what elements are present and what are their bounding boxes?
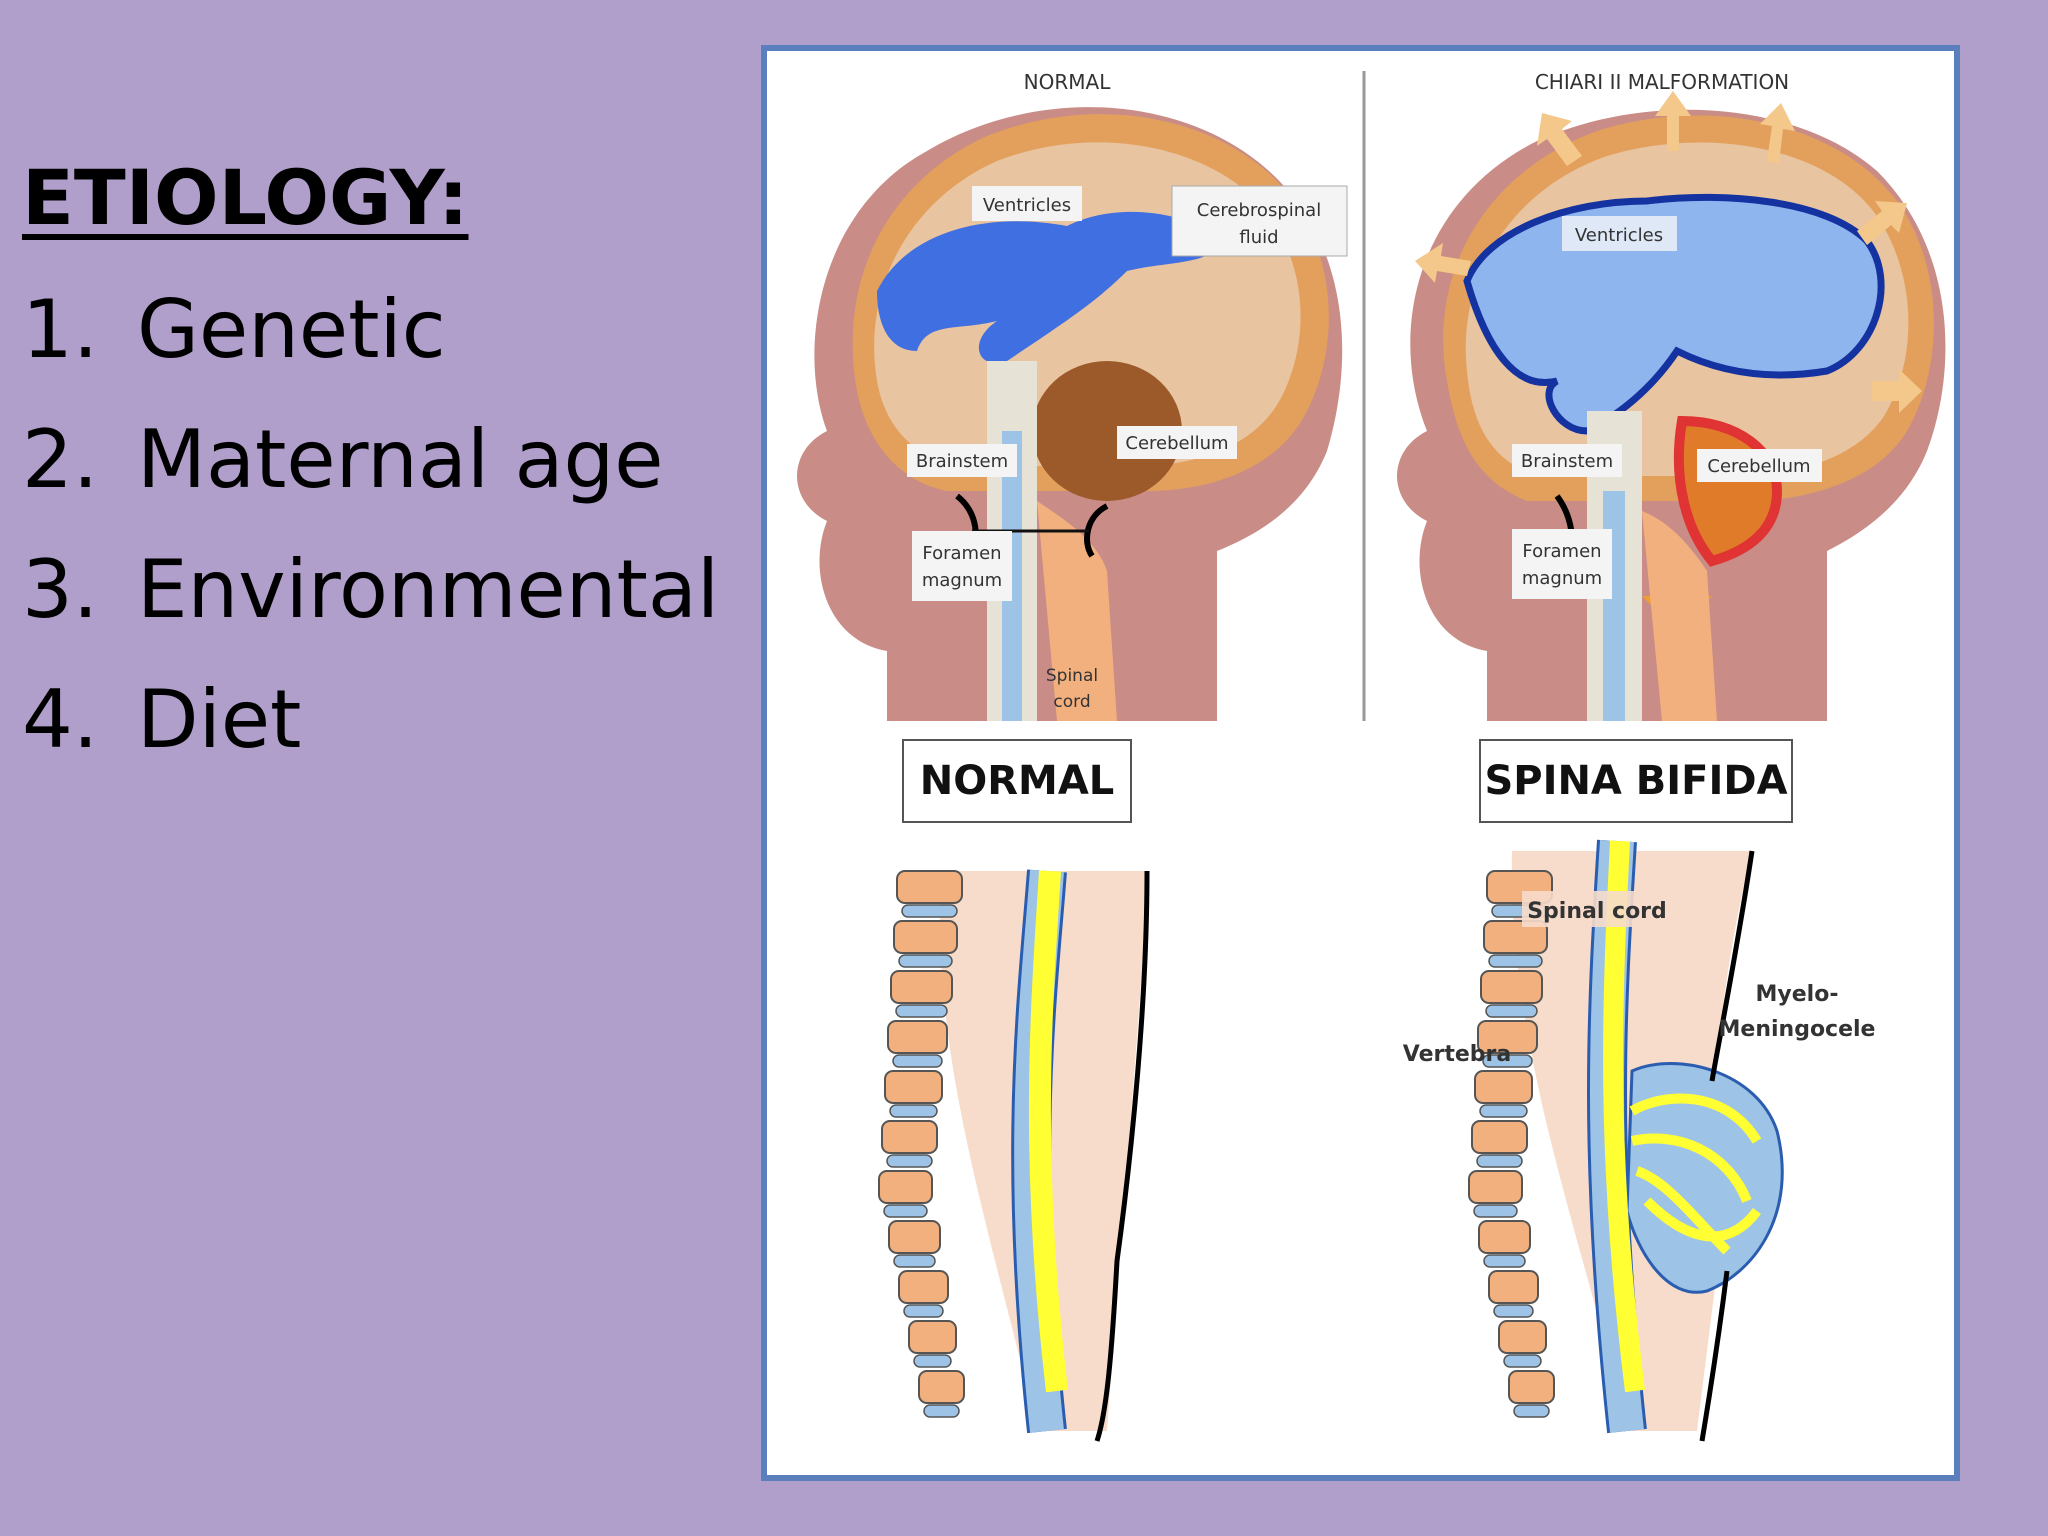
vertebra-body bbox=[1468, 1170, 1523, 1204]
vertebra-body bbox=[887, 1020, 948, 1054]
vertebra-body bbox=[1483, 920, 1548, 954]
label-vertebra: Vertebra bbox=[1403, 1042, 1511, 1067]
normal-spine-illustration bbox=[939, 869, 1150, 1442]
intervertebral-disc bbox=[895, 1004, 948, 1018]
vertebra-body bbox=[878, 1170, 933, 1204]
vertebra-body bbox=[908, 1320, 957, 1354]
label-ventricles: Ventricles bbox=[983, 195, 1071, 216]
vertebra-body bbox=[1498, 1320, 1547, 1354]
label-cerebellum: Cerebellum bbox=[1707, 456, 1810, 477]
intervertebral-disc bbox=[1485, 1004, 1538, 1018]
list-number: 1. bbox=[22, 283, 99, 376]
label-spinal-cord: Spinal cord bbox=[1527, 899, 1667, 924]
list-item-diet: 4.Diet bbox=[22, 680, 301, 760]
vertebra-body bbox=[1480, 970, 1543, 1004]
vertebra-body bbox=[898, 1270, 949, 1304]
intervertebral-disc bbox=[913, 1354, 952, 1368]
intervertebral-disc bbox=[1493, 1304, 1534, 1318]
vertebra-body bbox=[893, 920, 958, 954]
intervertebral-disc bbox=[892, 1054, 943, 1068]
intervertebral-disc bbox=[1473, 1204, 1518, 1218]
vertebra-body bbox=[1508, 1370, 1555, 1404]
label-csf-line2: fluid bbox=[1239, 227, 1278, 248]
label-cerebellum: Cerebellum bbox=[1125, 433, 1228, 454]
intervertebral-disc bbox=[1513, 1404, 1550, 1418]
list-number: 4. bbox=[22, 673, 99, 766]
normal-head-title: NORMAL bbox=[1024, 70, 1112, 94]
vertebra-body bbox=[888, 1220, 941, 1254]
intervertebral-disc bbox=[901, 904, 958, 918]
vertebra-body bbox=[1478, 1220, 1531, 1254]
vertebra-body bbox=[881, 1120, 938, 1154]
vertebra-body bbox=[890, 970, 953, 1004]
chiari-head-illustration bbox=[1397, 91, 1946, 721]
vertebra-body bbox=[896, 870, 963, 904]
vertebra-body bbox=[1488, 1270, 1539, 1304]
label-foramen-line2: magnum bbox=[922, 570, 1002, 591]
intervertebral-disc bbox=[1488, 954, 1543, 968]
normal-spine-title: NORMAL bbox=[902, 739, 1132, 823]
vertebra-body bbox=[884, 1070, 943, 1104]
vertebra-body bbox=[918, 1370, 965, 1404]
intervertebral-disc bbox=[1476, 1154, 1523, 1168]
anatomy-figure: NORMAL Ventricles Cerebrospinal fluid Br… bbox=[761, 45, 1960, 1481]
spina-vertebrae bbox=[1468, 870, 1555, 1418]
label-brainstem: Brainstem bbox=[916, 451, 1008, 472]
label-spinal-line1: Spinal bbox=[1046, 666, 1098, 686]
normal-vertebrae bbox=[878, 870, 965, 1418]
intervertebral-disc bbox=[923, 1404, 960, 1418]
vertebra-body bbox=[1474, 1070, 1533, 1104]
list-item-maternal-age: 2.Maternal age bbox=[22, 420, 664, 500]
label-csf-line1: Cerebrospinal bbox=[1197, 200, 1321, 221]
label-brainstem: Brainstem bbox=[1521, 451, 1613, 472]
label-foramen-line1: Foramen bbox=[922, 543, 1001, 564]
list-text: Genetic bbox=[137, 283, 446, 376]
list-text: Environmental bbox=[137, 543, 720, 636]
list-item-environmental: 3.Environmental bbox=[22, 550, 719, 630]
label-spinal-line2: cord bbox=[1053, 692, 1090, 712]
intervertebral-disc bbox=[898, 954, 953, 968]
label-ventricles: Ventricles bbox=[1575, 225, 1663, 246]
anatomy-illustration: NORMAL Ventricles Cerebrospinal fluid Br… bbox=[797, 70, 1946, 1442]
list-item-genetic: 1.Genetic bbox=[22, 290, 446, 370]
list-number: 2. bbox=[22, 413, 99, 506]
intervertebral-disc bbox=[1482, 1054, 1533, 1068]
vertebra-body bbox=[1471, 1120, 1528, 1154]
spina-bifida-title: SPINA BIFIDA bbox=[1479, 739, 1793, 823]
intervertebral-disc bbox=[1479, 1104, 1528, 1118]
vertebra-body bbox=[1477, 1020, 1538, 1054]
spina-bifida-illustration bbox=[1511, 839, 1784, 1442]
list-text: Diet bbox=[137, 673, 302, 766]
intervertebral-disc bbox=[1503, 1354, 1542, 1368]
intervertebral-disc bbox=[893, 1254, 936, 1268]
intervertebral-disc bbox=[889, 1104, 938, 1118]
slide-title: ETIOLOGY: bbox=[22, 153, 469, 242]
intervertebral-disc bbox=[886, 1154, 933, 1168]
intervertebral-disc bbox=[883, 1204, 928, 1218]
list-number: 3. bbox=[22, 543, 99, 636]
label-foramen-line2: magnum bbox=[1522, 568, 1602, 589]
intervertebral-disc bbox=[903, 1304, 944, 1318]
chiari-head-title: CHIARI II MALFORMATION bbox=[1535, 70, 1789, 94]
label-myelo-line1: Myelo- bbox=[1756, 982, 1839, 1007]
intervertebral-disc bbox=[1483, 1254, 1526, 1268]
list-text: Maternal age bbox=[137, 413, 664, 506]
label-foramen-line1: Foramen bbox=[1522, 541, 1601, 562]
label-myelo-line2: Meningocele bbox=[1719, 1017, 1876, 1042]
